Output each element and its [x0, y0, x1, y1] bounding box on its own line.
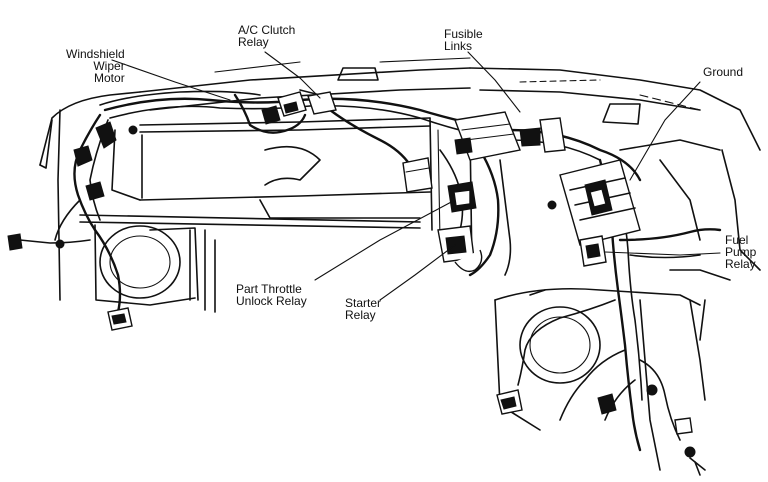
left-connectors [7, 233, 133, 331]
fuel-pump-relay-label: Fuel Pump Relay [725, 233, 757, 271]
ground-label: Ground [703, 65, 744, 79]
part-throttle-unlock-relay-label: Part Throttle Unlock Relay [236, 282, 307, 308]
dashboard-outline [39, 57, 761, 471]
fusible-links-block [454, 111, 566, 161]
wiper-motor-connector [73, 121, 138, 201]
part-throttle-unlock-relay-body [402, 157, 477, 213]
main-wiring-harness [19, 89, 722, 452]
ground-junction-block [547, 159, 641, 246]
fusible-links-label: Fusible Links [444, 27, 483, 53]
fuel-pump-relay-body [579, 235, 607, 267]
ac-clutch-relay-label: A/C Clutch Relay [238, 23, 296, 49]
leader-lines [111, 51, 721, 301]
right-connectors [496, 384, 706, 476]
starter-relay-label: Starter Relay [345, 296, 382, 322]
windshield-wiper-motor-label: Windshield Wiper Motor [66, 47, 125, 85]
ac-clutch-relay-body [261, 91, 337, 125]
starter-relay-body [437, 225, 483, 273]
